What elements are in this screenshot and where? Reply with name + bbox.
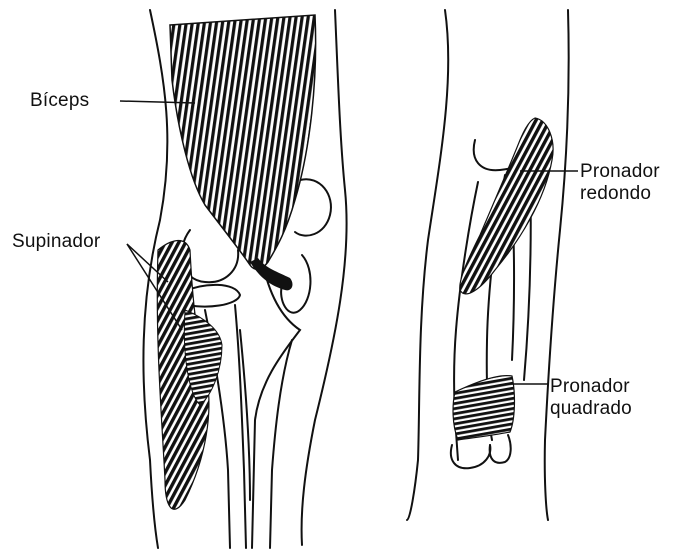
supinador-label: Supinador bbox=[12, 231, 100, 253]
pronador-redondo-line-1: Pronador bbox=[580, 161, 660, 183]
biceps-tendon bbox=[250, 258, 292, 290]
pronador-quadrado-line-1: Pronador bbox=[550, 376, 632, 398]
pronator-quadratus-muscle bbox=[453, 376, 514, 440]
pronador-quadrado-label: Pronador quadrado bbox=[550, 376, 632, 420]
biceps-muscle bbox=[170, 15, 316, 269]
biceps-label: Bíceps bbox=[30, 90, 89, 112]
pronador-redondo-line-2: redondo bbox=[580, 183, 660, 205]
pronador-quadrado-line-2: quadrado bbox=[550, 398, 632, 420]
pronador-redondo-label: Pronador redondo bbox=[580, 161, 660, 205]
